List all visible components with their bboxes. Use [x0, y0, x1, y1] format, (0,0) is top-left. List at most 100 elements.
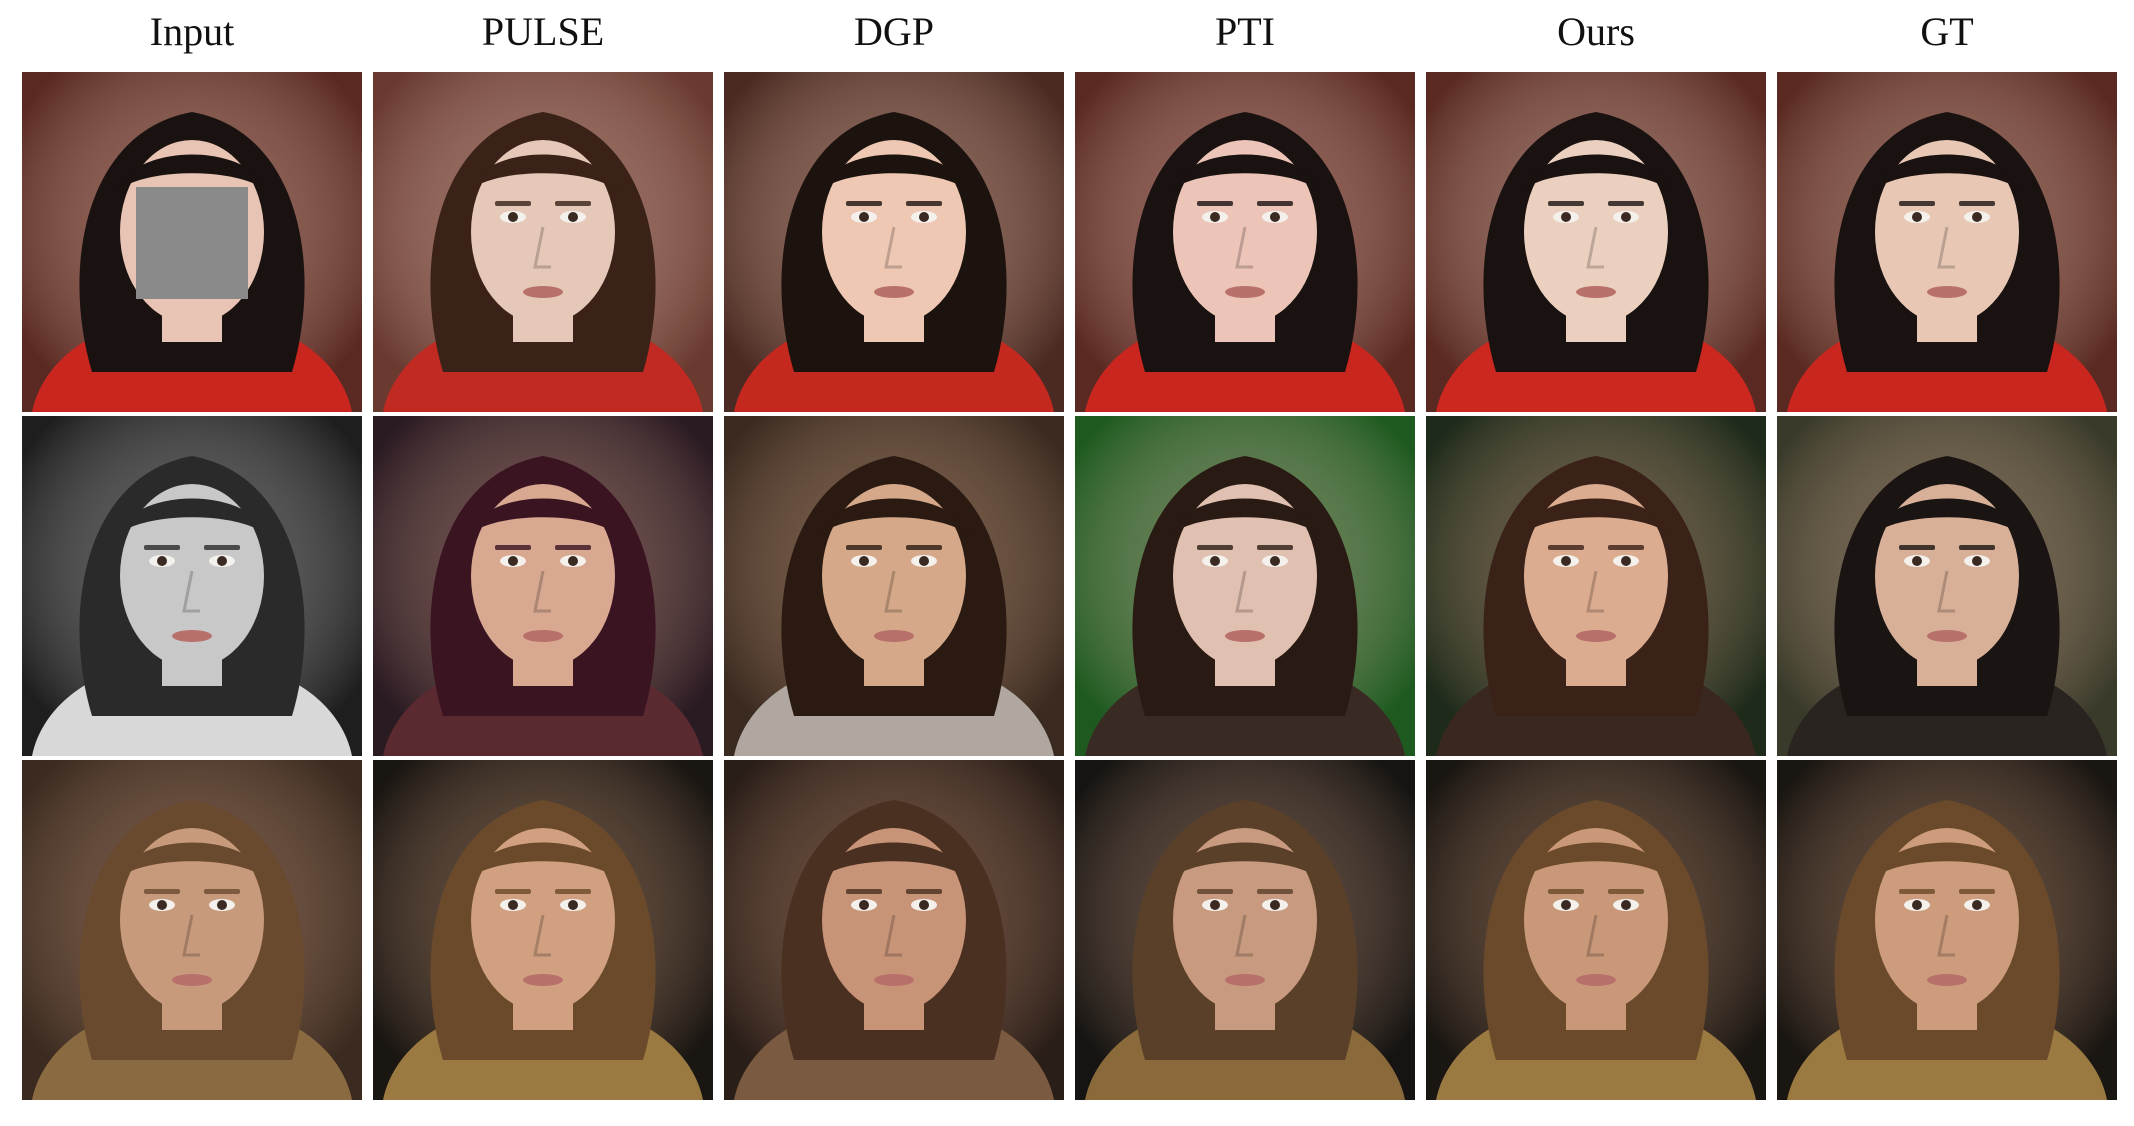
portrait-inpainting-pulse	[373, 72, 713, 412]
right-iris	[919, 556, 929, 566]
fringe	[1872, 498, 2022, 536]
right-eyebrow	[204, 889, 240, 894]
left-eyebrow	[1899, 545, 1935, 550]
fringe	[819, 842, 969, 880]
right-iris	[919, 900, 929, 910]
right-iris	[1621, 212, 1631, 222]
nose	[1586, 226, 1604, 269]
portrait-super-resolution-gt	[1777, 760, 2117, 1100]
left-eyebrow	[846, 545, 882, 550]
portrait-image	[724, 760, 1064, 1100]
right-iris	[568, 212, 578, 222]
right-eyebrow	[906, 201, 942, 206]
right-iris	[1972, 900, 1982, 910]
right-eyebrow	[555, 889, 591, 894]
mouth	[1225, 974, 1265, 986]
portrait-colorization-gt	[1777, 416, 2117, 756]
portrait-super-resolution-pti	[1075, 760, 1415, 1100]
right-iris	[1972, 556, 1982, 566]
left-eyebrow	[144, 545, 180, 550]
portrait-image	[724, 416, 1064, 756]
fringe	[1521, 154, 1671, 192]
left-eyebrow	[495, 889, 531, 894]
face	[822, 828, 966, 1012]
right-eyebrow	[1257, 545, 1293, 550]
mouth	[523, 286, 563, 298]
portrait-colorization-input	[22, 416, 362, 756]
face	[1875, 828, 2019, 1012]
face	[120, 828, 264, 1012]
face	[1524, 828, 1668, 1012]
right-iris	[1270, 556, 1280, 566]
left-iris	[1210, 900, 1220, 910]
mouth	[172, 974, 212, 986]
right-eyebrow	[906, 889, 942, 894]
left-iris	[157, 900, 167, 910]
right-eyebrow	[1959, 201, 1995, 206]
nose	[1937, 914, 1955, 957]
right-eyebrow	[1608, 201, 1644, 206]
face	[120, 484, 264, 668]
nose	[533, 914, 551, 957]
nose	[884, 570, 902, 613]
left-eyebrow	[1197, 545, 1233, 550]
nose	[533, 570, 551, 613]
portrait-image	[1777, 72, 2117, 412]
left-eyebrow	[846, 889, 882, 894]
nose	[1235, 914, 1253, 957]
right-iris	[568, 900, 578, 910]
portrait-image	[1075, 72, 1415, 412]
left-eyebrow	[1899, 889, 1935, 894]
fringe	[468, 154, 618, 192]
left-iris	[157, 556, 167, 566]
left-iris	[859, 556, 869, 566]
mouth	[523, 630, 563, 642]
right-iris	[568, 556, 578, 566]
left-eyebrow	[144, 889, 180, 894]
left-iris	[508, 556, 518, 566]
portrait-inpainting-dgp	[724, 72, 1064, 412]
left-iris	[508, 900, 518, 910]
column-header-gt: GT	[1920, 9, 1974, 54]
right-iris	[1621, 900, 1631, 910]
face	[471, 828, 615, 1012]
right-eyebrow	[1959, 545, 1995, 550]
column-header-dgp: DGP	[853, 9, 935, 54]
left-iris	[508, 212, 518, 222]
mouth	[874, 630, 914, 642]
mouth	[874, 286, 914, 298]
left-iris	[1210, 556, 1220, 566]
mouth	[1927, 630, 1967, 642]
column-header-input: Input	[149, 9, 235, 54]
left-eyebrow	[495, 201, 531, 206]
portrait-image	[1426, 72, 1766, 412]
left-eyebrow	[1899, 201, 1935, 206]
left-iris	[1210, 212, 1220, 222]
face	[1875, 484, 2019, 668]
mouth	[1576, 630, 1616, 642]
nose	[1235, 570, 1253, 613]
right-eyebrow	[906, 545, 942, 550]
right-iris	[1270, 212, 1280, 222]
nose	[533, 226, 551, 269]
portrait-super-resolution-pulse	[373, 760, 713, 1100]
left-iris	[1561, 556, 1571, 566]
column-header-ours: Ours	[1557, 9, 1635, 54]
fringe	[1521, 498, 1671, 536]
right-eyebrow	[1608, 545, 1644, 550]
nose	[1937, 226, 1955, 269]
face	[1524, 140, 1668, 324]
fringe	[1170, 842, 1320, 880]
mouth	[172, 630, 212, 642]
column-header-pti: PTI	[1215, 9, 1275, 54]
fringe	[117, 154, 267, 192]
fringe	[819, 498, 969, 536]
portrait-super-resolution-input	[22, 760, 362, 1100]
fringe	[1872, 842, 2022, 880]
right-eyebrow	[1257, 201, 1293, 206]
portrait-colorization-dgp	[724, 416, 1064, 756]
left-iris	[1561, 900, 1571, 910]
left-eyebrow	[1548, 889, 1584, 894]
fringe	[117, 498, 267, 536]
portrait-image	[1075, 416, 1415, 756]
